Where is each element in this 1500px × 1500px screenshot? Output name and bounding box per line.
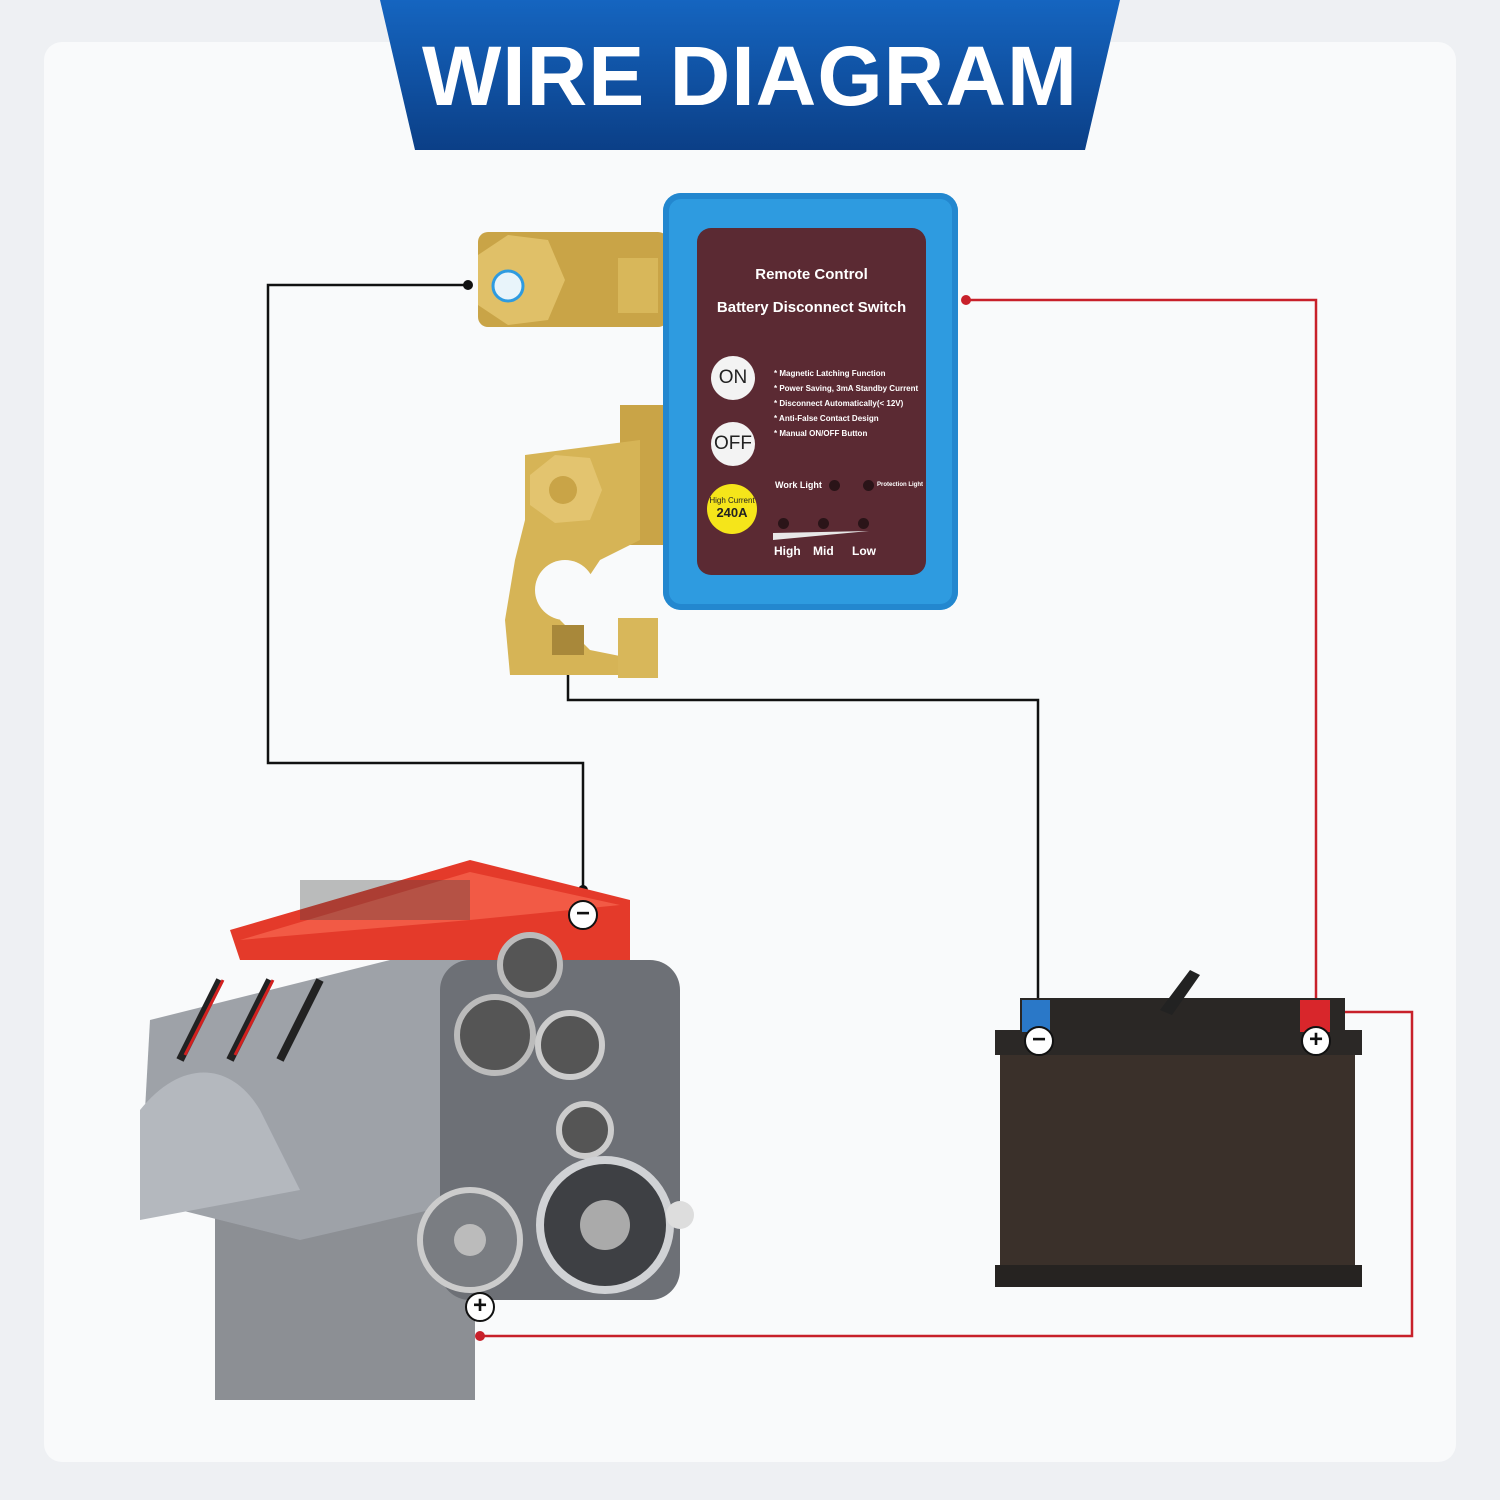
badge-label: High Current: [709, 496, 755, 505]
control-panel: Remote Control Battery Disconnect Switch…: [697, 228, 926, 575]
engine-positive-terminal: +: [465, 1292, 495, 1322]
wire-junction-dot: [475, 1331, 485, 1341]
feature-item: * Power Saving, 3mA Standby Current: [774, 384, 919, 393]
level-low-label: Low: [852, 544, 876, 558]
wire-negative-battery: [566, 650, 1040, 1000]
level-led-low: [858, 518, 869, 529]
feature-item: * Anti-False Contact Design: [774, 414, 879, 423]
wire-negative-engine: [266, 283, 585, 890]
level-wedge: [773, 531, 869, 540]
engine-negative-terminal: −: [568, 900, 598, 930]
level-mid-label: Mid: [813, 544, 834, 558]
feature-item: * Disconnect Automatically(< 12V): [774, 399, 904, 408]
title-banner: [380, 0, 1120, 150]
engine-image: [140, 860, 694, 1400]
battery-positive-terminal: +: [1301, 1026, 1331, 1056]
feature-item: * Manual ON/OFF Button: [774, 429, 868, 438]
wire-positive-switch: [966, 298, 1318, 1000]
brass-terminal-upper: [478, 232, 668, 327]
level-high-label: High: [774, 544, 801, 558]
work-light-led: [829, 480, 840, 491]
level-led-high: [778, 518, 789, 529]
current-rating-badge: High Current 240A: [707, 484, 757, 534]
feature-list: * Magnetic Latching Function * Power Sav…: [774, 366, 918, 441]
feature-item: * Magnetic Latching Function: [774, 369, 886, 378]
battery-negative-terminal: −: [1024, 1026, 1054, 1056]
on-button[interactable]: ON: [711, 356, 755, 400]
work-light-label: Work Light: [775, 480, 822, 490]
wire-positive-engine: [480, 1010, 1414, 1338]
badge-value: 240A: [716, 505, 748, 520]
device-title-line1: Remote Control: [755, 266, 868, 283]
wire-junction-dot: [463, 280, 473, 290]
off-button[interactable]: OFF: [711, 422, 755, 466]
protection-light-label: Protection Light: [877, 482, 923, 488]
device-title-line2: Battery Disconnect Switch: [716, 299, 907, 316]
brass-terminal-lower: [505, 405, 665, 678]
level-led-mid: [818, 518, 829, 529]
protection-light-led: [863, 480, 874, 491]
page-title: WIRE DIAGRAM: [422, 29, 1078, 123]
battery-image: [995, 970, 1362, 1287]
battery-disconnect-switch: Remote Control Battery Disconnect Switch…: [663, 193, 958, 610]
wire-junction-dot: [961, 295, 971, 305]
